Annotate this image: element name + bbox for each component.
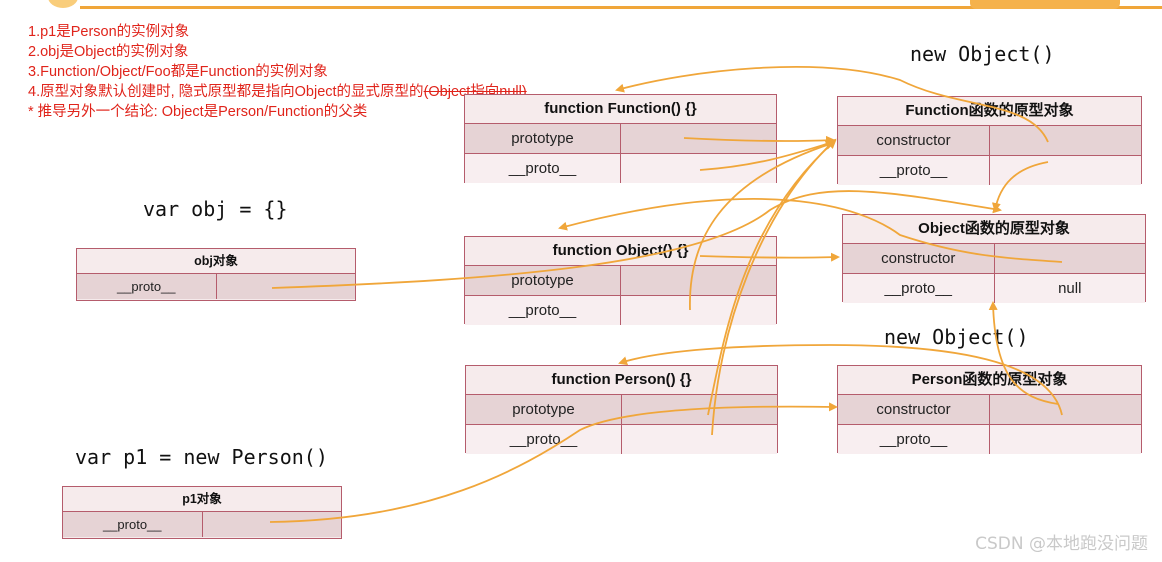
note-4-main: 4.原型对象默认创建时, 隐式原型都是指向Object的显式原型的 (28, 84, 424, 100)
p1-object-box: p1对象 __proto__ (62, 486, 342, 539)
cell-value-null: null (1058, 280, 1082, 297)
arrow-object-proto (689, 140, 835, 311)
cell-label: __proto__ (465, 296, 621, 325)
box-row-prototype: prototype (466, 395, 777, 425)
top-accent-tab (970, 0, 1120, 9)
function-prototype-object-box: Function函数的原型对象 constructor __proto__ (837, 96, 1142, 185)
box-title: p1对象 (63, 487, 341, 512)
notes-block: 1.p1是Person的实例对象 2.obj是Object的实例对象 3.Fun… (28, 22, 527, 122)
cell-label: constructor (843, 244, 995, 273)
arrow-object-constructor (558, 198, 1063, 263)
cell-label: __proto__ (465, 154, 621, 183)
person-prototype-object-box: Person函数的原型对象 constructor __proto__ (837, 365, 1142, 454)
arrow-p1-proto (269, 402, 838, 523)
box-row-constructor: constructor (838, 126, 1141, 156)
box-row-proto: __proto__ null (843, 274, 1145, 303)
box-title: Function函数的原型对象 (838, 97, 1141, 126)
cell-label: __proto__ (466, 425, 622, 454)
arrow-person-proto (711, 138, 837, 436)
box-title: function Function() {} (465, 95, 776, 124)
note-5: * 推导另外一个结论: Object是Person/Function的父类 (28, 104, 368, 120)
arrow-obj-proto (271, 190, 1002, 289)
code-var-obj: var obj = {} (143, 197, 288, 221)
function-person-box: function Person() {} prototype __proto__ (465, 365, 778, 454)
box-title: obj对象 (77, 249, 355, 274)
watermark: CSDN @本地跑没问题 (975, 534, 1148, 554)
cell-label: prototype (466, 395, 622, 424)
cell-label: __proto__ (63, 512, 203, 537)
box-row-constructor: constructor (843, 244, 1145, 274)
box-title: Object函数的原型对象 (843, 215, 1145, 244)
arrow-function-constructor (615, 66, 1049, 143)
cell-label: prototype (465, 266, 621, 295)
cell-label: constructor (838, 126, 990, 155)
note-2: 2.obj是Object的实例对象 (28, 44, 189, 60)
top-accent-bar (80, 6, 1162, 9)
box-title: function Person() {} (466, 366, 777, 395)
box-row-constructor: constructor (838, 395, 1141, 425)
arrow-person-constructor (618, 344, 1063, 416)
arrow-function-prototype (683, 135, 835, 145)
arrow-object-prototype (699, 252, 840, 262)
note-3: 3.Function/Object/Foo都是Function的实例对象 (28, 64, 328, 80)
cell-label: prototype (465, 124, 621, 153)
box-row-proto: __proto__ (465, 296, 776, 325)
arrow-function-proto-obj-proto (991, 161, 1049, 212)
note-1: 1.p1是Person的实例对象 (28, 24, 190, 40)
box-row-proto: __proto__ (838, 425, 1141, 454)
cell-label: __proto__ (843, 274, 995, 303)
cell-label: __proto__ (77, 274, 217, 299)
cell-label: __proto__ (838, 425, 990, 454)
box-row-proto: __proto__ (466, 425, 777, 454)
cell-label: __proto__ (838, 156, 990, 185)
function-function-box: function Function() {} prototype __proto… (464, 94, 777, 183)
function-object-box: function Object() {} prototype __proto__ (464, 236, 777, 325)
box-row-proto: __proto__ (63, 512, 341, 537)
corner-logo (48, 0, 78, 8)
cell-label: constructor (838, 395, 990, 424)
arrow-function-proto (699, 139, 835, 171)
code-new-object-top: new Object() (910, 42, 1055, 66)
box-row-proto: __proto__ (838, 156, 1141, 185)
code-var-p1: var p1 = new Person() (75, 445, 328, 469)
arrow-person-prototype (707, 139, 837, 416)
object-prototype-object-box: Object函数的原型对象 constructor __proto__ null (842, 214, 1146, 303)
code-new-object-middle: new Object() (884, 325, 1029, 349)
box-row-prototype: prototype (465, 266, 776, 296)
arrow-person-proto-obj-proto (988, 301, 1059, 405)
